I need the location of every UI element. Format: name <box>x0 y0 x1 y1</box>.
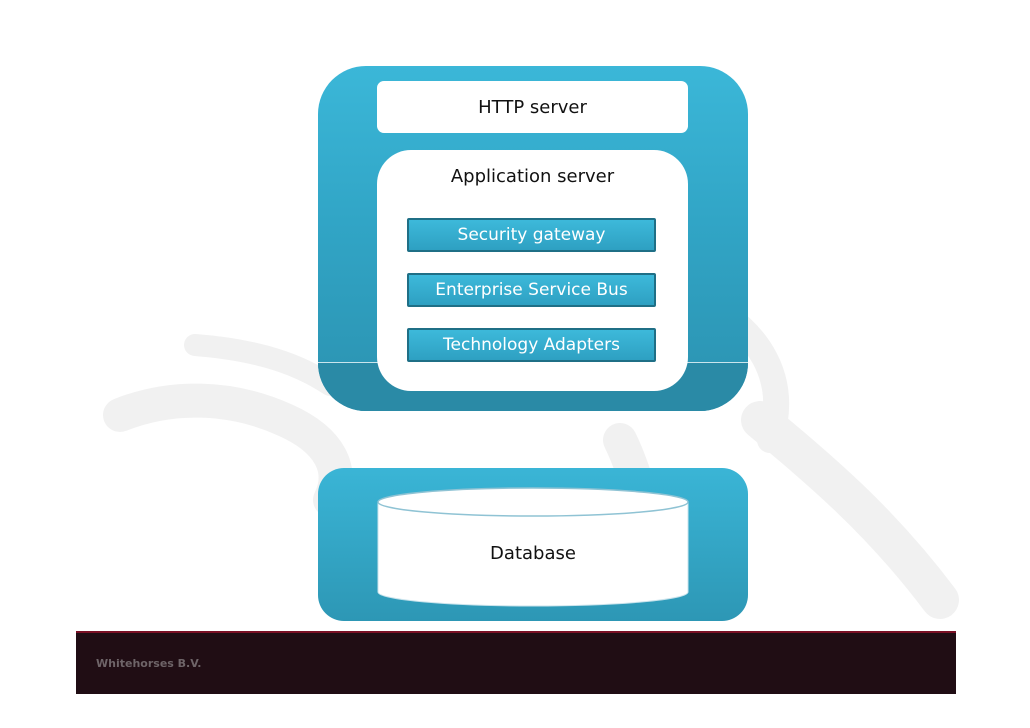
footer-bar: Whitehorses B.V. <box>76 631 956 694</box>
http-server-box: HTTP server <box>377 81 688 133</box>
security-gateway-label: Security gateway <box>457 225 606 245</box>
application-server-label: Application server <box>450 166 615 187</box>
enterprise-service-bus-layer: Enterprise Service Bus <box>407 273 656 307</box>
enterprise-service-bus-label: Enterprise Service Bus <box>435 280 628 300</box>
database-cylinder-icon <box>377 487 689 607</box>
footer-company-name: Whitehorses B.V. <box>96 657 202 670</box>
database-label: Database <box>490 543 576 564</box>
http-server-label: HTTP server <box>478 96 587 118</box>
security-gateway-layer: Security gateway <box>407 218 656 252</box>
technology-adapters-layer: Technology Adapters <box>407 328 656 362</box>
technology-adapters-label: Technology Adapters <box>443 335 620 355</box>
